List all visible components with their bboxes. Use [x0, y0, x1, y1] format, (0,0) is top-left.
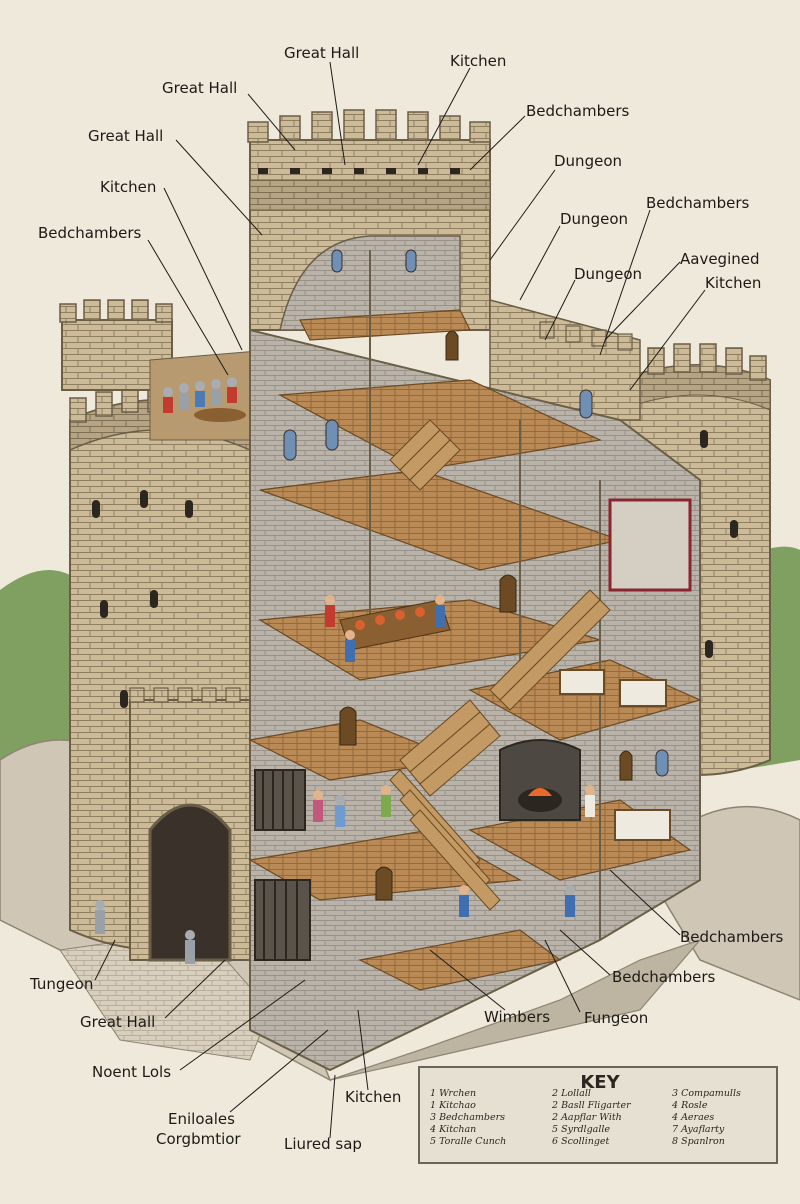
callout-label: Great Hall	[162, 79, 238, 97]
callout-label: Kitchen	[450, 52, 507, 70]
key-entry: 2 Aapflar With	[552, 1112, 622, 1123]
callout-label: Dungeon	[574, 265, 642, 283]
callout-label: Bedchambers	[646, 194, 750, 212]
callout-label: Noent Lols	[92, 1063, 172, 1081]
key-entry: 2 Basll Fligarter	[552, 1100, 631, 1111]
callout-label: Tungeon	[30, 975, 94, 993]
callout-label: Bedchambers	[680, 928, 784, 946]
callout-label: Dungeon	[554, 152, 622, 170]
key-entry: 1 Wrchen	[430, 1088, 477, 1099]
callout-label: Bedchambers	[612, 968, 716, 986]
callout-label: Liured sap	[284, 1135, 362, 1153]
callout-label: Wimbers	[484, 1008, 551, 1026]
legend-key: KEY 1 Wrchen 1 Kitchao 3 Bedchambers 4 K…	[418, 1066, 778, 1164]
callout-label: Aavegined	[680, 250, 760, 268]
callout-label: Great Hall	[88, 127, 164, 145]
key-column-2: 2 Lollall 2 Basll Fligarter 2 Aapflar Wi…	[552, 1088, 631, 1148]
key-entry: 4 Aeraes	[672, 1112, 715, 1123]
callout-label: Great Hall	[284, 44, 360, 62]
key-entry: 2 Lollall	[552, 1088, 591, 1099]
key-entry: 4 Kitchan	[430, 1124, 477, 1135]
key-entry: 5 Syrdlgalle	[552, 1124, 611, 1135]
callout-label: Great Hall	[80, 1013, 156, 1031]
callout-label: Bedchambers	[38, 224, 142, 242]
callout-label: Bedchambers	[526, 102, 630, 120]
key-entry: 7 Ayaflarty	[672, 1124, 725, 1135]
key-entry: 3 Bedchambers	[430, 1112, 505, 1123]
key-column-1: 1 Wrchen 1 Kitchao 3 Bedchambers 4 Kitch…	[430, 1088, 506, 1148]
key-entry: 6 Scollinget	[552, 1136, 610, 1147]
key-entry: 4 Rosle	[672, 1100, 708, 1111]
callout-label: Kitchen	[705, 274, 762, 292]
key-title: KEY	[580, 1072, 620, 1093]
key-column-3: 3 Compamulls 4 Rosle 4 Aeraes 7 Ayaflart…	[672, 1088, 741, 1148]
callout-label: Corgbmtior	[156, 1130, 241, 1148]
key-entry: 1 Kitchao	[430, 1100, 476, 1111]
callout-label: Fungeon	[584, 1009, 649, 1027]
key-entry: 3 Compamulls	[672, 1088, 741, 1099]
key-entry: 8 Spanlron	[672, 1136, 725, 1147]
callout-label: Kitchen	[345, 1088, 402, 1106]
callout-label: Dungeon	[560, 210, 628, 228]
callout-label: Eniloales	[168, 1110, 235, 1128]
callout-label: Kitchen	[100, 178, 157, 196]
key-entry: 5 Toralle Cunch	[430, 1136, 507, 1147]
